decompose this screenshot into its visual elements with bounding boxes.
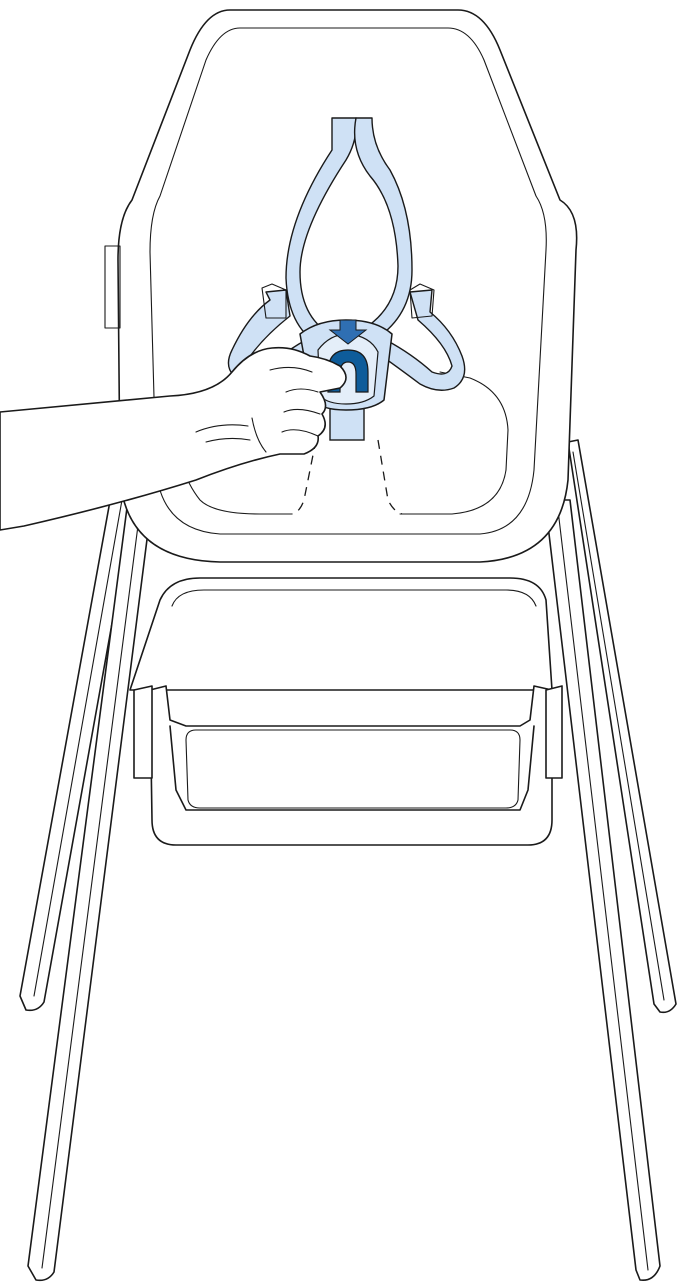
footrest xyxy=(134,686,562,845)
chair-seat xyxy=(130,578,552,690)
